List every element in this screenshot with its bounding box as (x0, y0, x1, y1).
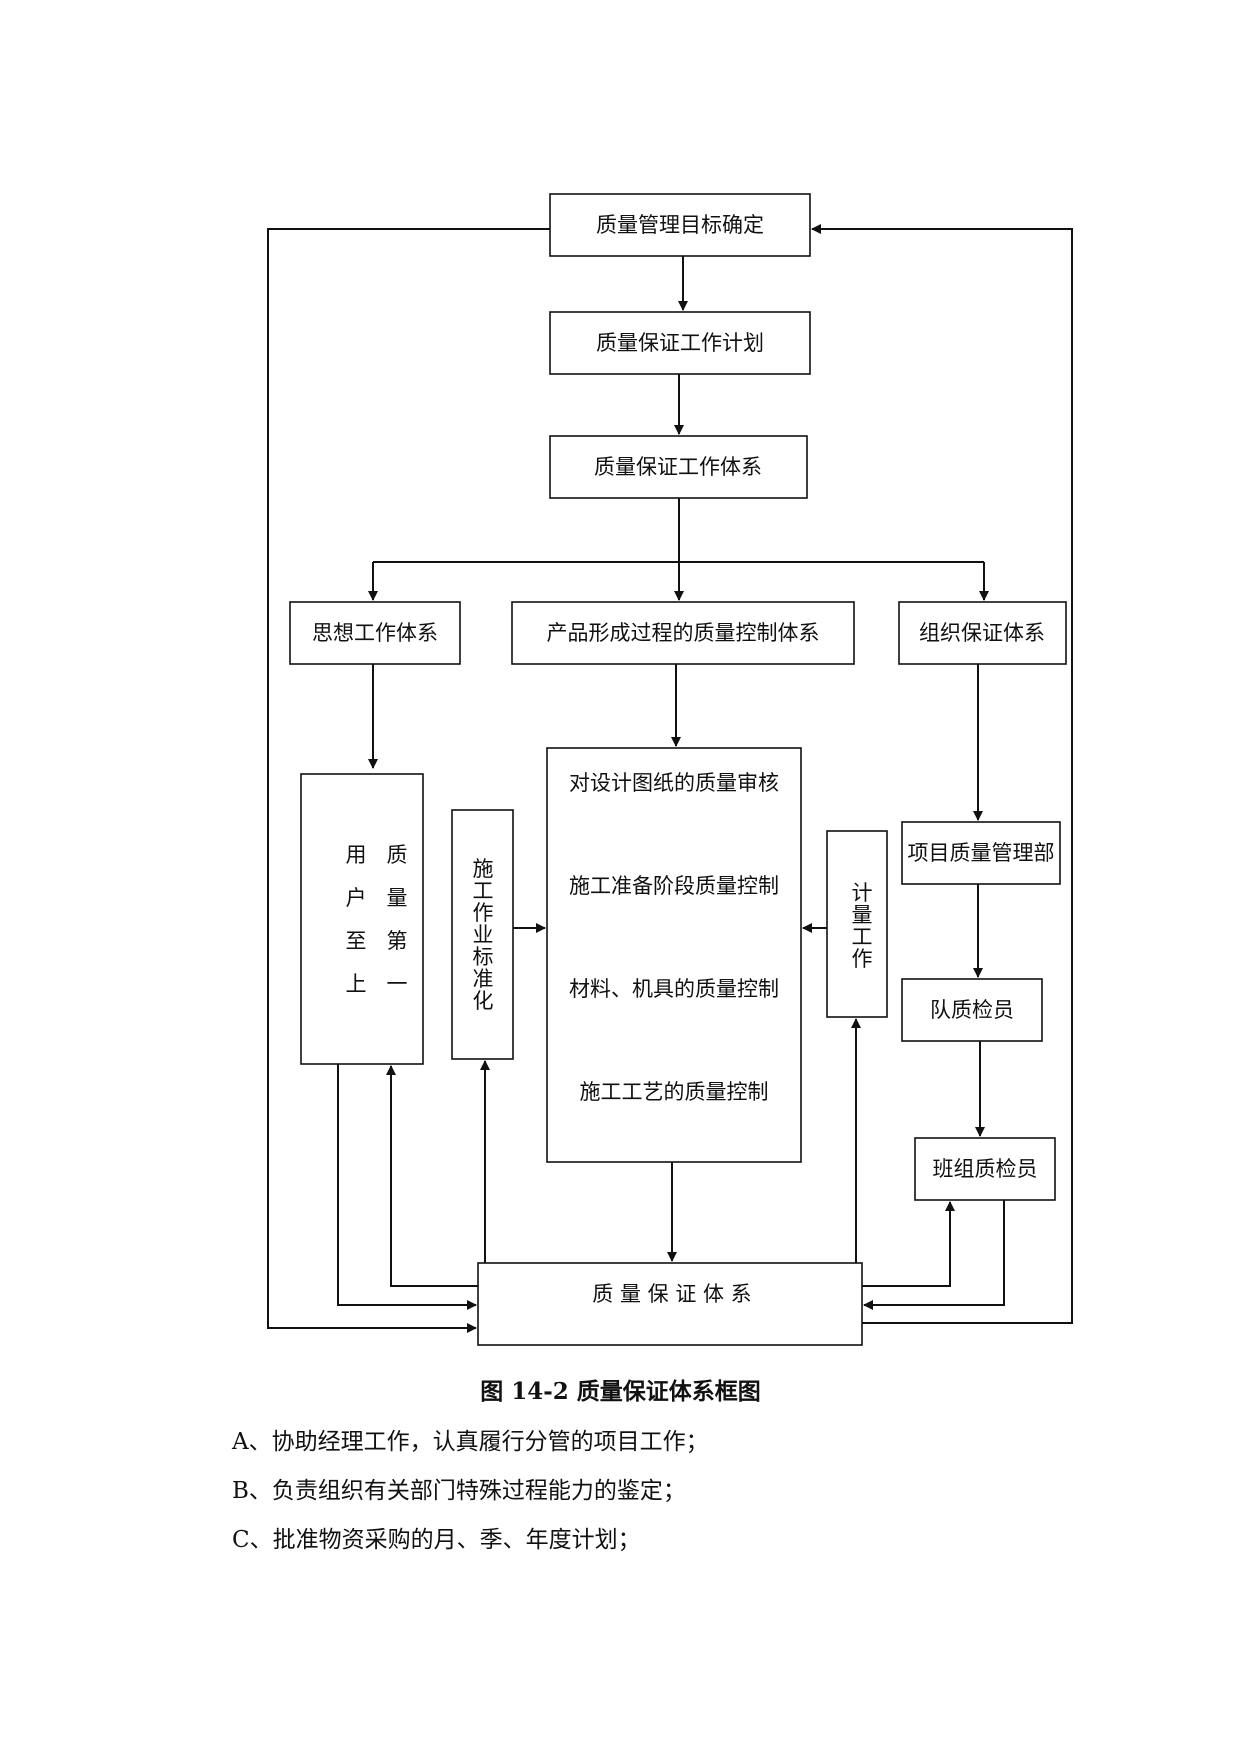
node-org: 组织保证体系 (898, 601, 1067, 665)
svg-text:标: 标 (473, 945, 494, 969)
node-group: 班组质检员 (914, 1137, 1056, 1201)
svg-text:计: 计 (852, 881, 873, 905)
body-line-c: C、批准物资采购的月、季、年度计划； (232, 1527, 641, 1553)
svg-text:质: 质 (387, 843, 408, 867)
svg-text:质量保证工作体系: 质量保证工作体系 (594, 455, 762, 479)
svg-text:用: 用 (346, 843, 367, 867)
svg-text:量: 量 (852, 903, 873, 927)
node-product: 产品形成过程的质量控制体系 (511, 601, 855, 665)
svg-text:业: 业 (473, 923, 494, 947)
svg-text:上: 上 (346, 972, 367, 996)
svg-text:化: 化 (473, 989, 494, 1013)
svg-text:组织保证体系: 组织保证体系 (919, 621, 1045, 645)
svg-text:质 量 保 证 体 系: 质 量 保 证 体 系 (592, 1282, 751, 1306)
svg-text:产品形成过程的质量控制体系: 产品形成过程的质量控制体系 (547, 621, 820, 645)
svg-text:施工工艺的质量控制: 施工工艺的质量控制 (580, 1080, 769, 1104)
svg-text:至: 至 (346, 929, 367, 953)
svg-text:施工准备阶段质量控制: 施工准备阶段质量控制 (569, 874, 779, 898)
svg-text:第: 第 (387, 929, 408, 953)
svg-text:工: 工 (473, 879, 494, 903)
svg-text:一: 一 (387, 972, 408, 996)
node-target: 质量管理目标确定 (549, 193, 811, 257)
node-control-center: 对设计图纸的质量审核 施工准备阶段质量控制 材料、机具的质量控制 施工工艺的质量… (546, 747, 802, 1163)
quality-assurance-flowchart: 质量管理目标确定 质量保证工作计划 质量保证工作体系 思想工作体系 产品形成过程… (267, 193, 1073, 1346)
svg-text:对设计图纸的质量审核: 对设计图纸的质量审核 (569, 771, 779, 795)
svg-text:质量保证工作计划: 质量保证工作计划 (596, 331, 764, 355)
svg-text:施: 施 (473, 857, 494, 881)
svg-text:作: 作 (473, 901, 494, 925)
svg-text:思想工作体系: 思想工作体系 (312, 621, 438, 645)
svg-text:量: 量 (387, 886, 408, 910)
svg-text:班组质检员: 班组质检员 (933, 1157, 1038, 1181)
svg-text:队质检员: 队质检员 (930, 998, 1014, 1022)
node-plan: 质量保证工作计划 (549, 311, 811, 375)
node-bottom: 质 量 保 证 体 系 (477, 1262, 863, 1346)
figure-caption: 图 14-2 质量保证体系框图 (480, 1378, 761, 1405)
svg-text:质量管理目标确定: 质量管理目标确定 (596, 213, 764, 237)
connectors (267, 224, 1073, 1333)
body-line-a: A、协助经理工作，认真履行分管的项目工作； (232, 1429, 709, 1455)
svg-text:作: 作 (852, 947, 873, 971)
svg-text:材料、机具的质量控制: 材料、机具的质量控制 (569, 977, 779, 1001)
node-team: 队质检员 (901, 978, 1043, 1042)
node-thought: 思想工作体系 (289, 601, 461, 665)
body-line-b: B、负责组织有关部门特殊过程能力的鉴定； (232, 1478, 686, 1504)
node-system: 质量保证工作体系 (549, 435, 808, 499)
node-user-first: 用 户 至 上 质 量 第 一 (300, 773, 424, 1065)
svg-text:准: 准 (473, 967, 494, 991)
svg-text:户: 户 (346, 886, 367, 910)
svg-text:工: 工 (852, 925, 873, 949)
node-dept: 项目质量管理部 (901, 821, 1061, 885)
svg-text:项目质量管理部: 项目质量管理部 (908, 841, 1055, 865)
node-measurement: 计 量 工 作 (826, 830, 888, 1018)
node-standardization: 施 工 作 业 标 准 化 (451, 809, 514, 1060)
